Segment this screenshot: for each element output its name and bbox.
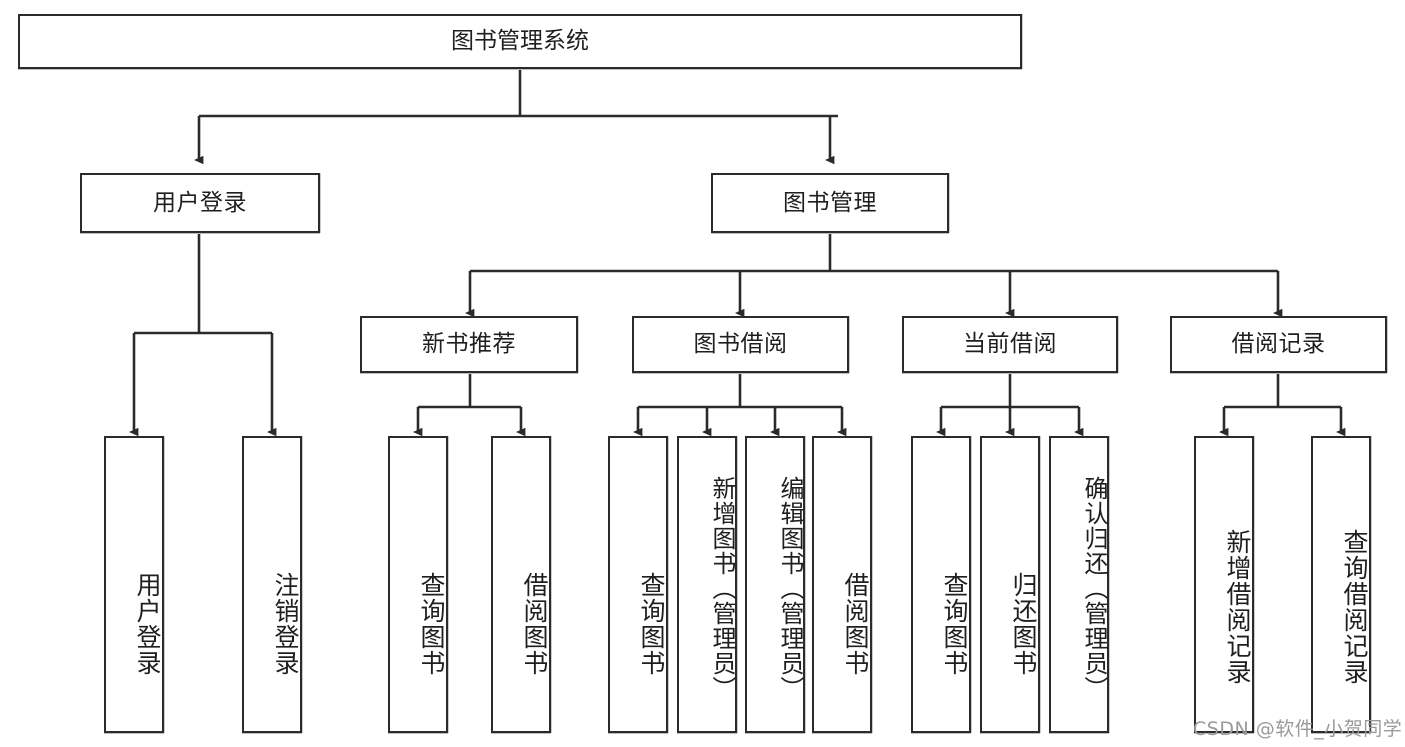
leaf-user-login[interactable]: 用户登录 — [104, 436, 164, 733]
node-book-borrow[interactable]: 图书借阅 — [632, 316, 849, 373]
leaf-borrow-book-borrow[interactable]: 借阅图书 — [812, 436, 872, 733]
leaf-borrow-book-recommend[interactable]: 借阅图书 — [491, 436, 551, 733]
leaf-return-book[interactable]: 归还图书 — [980, 436, 1040, 733]
leaf-add-book-admin[interactable]: 新增图书（管理员） — [677, 436, 737, 733]
node-borrow-record[interactable]: 借阅记录 — [1170, 316, 1387, 373]
node-current-borrow[interactable]: 当前借阅 — [902, 316, 1118, 373]
node-root-system[interactable]: 图书管理系统 — [18, 14, 1022, 69]
leaf-query-book-borrow[interactable]: 查询图书 — [608, 436, 668, 733]
leaf-query-book-current[interactable]: 查询图书 — [911, 436, 971, 733]
csdn-watermark: CSDN @软件_小贺同学 — [1193, 718, 1403, 740]
node-book-management[interactable]: 图书管理 — [711, 173, 949, 233]
leaf-query-borrow-record[interactable]: 查询借阅记录 — [1311, 436, 1371, 733]
leaf-logout-login[interactable]: 注销登录 — [242, 436, 302, 733]
leaf-confirm-return-admin[interactable]: 确认归还（管理员） — [1049, 436, 1109, 733]
leaf-edit-book-admin[interactable]: 编辑图书（管理员） — [745, 436, 805, 733]
node-new-book-recommend[interactable]: 新书推荐 — [360, 316, 578, 373]
node-user-login[interactable]: 用户登录 — [80, 173, 320, 233]
leaf-add-borrow-record[interactable]: 新增借阅记录 — [1194, 436, 1254, 733]
leaf-query-book-recommend[interactable]: 查询图书 — [388, 436, 448, 733]
